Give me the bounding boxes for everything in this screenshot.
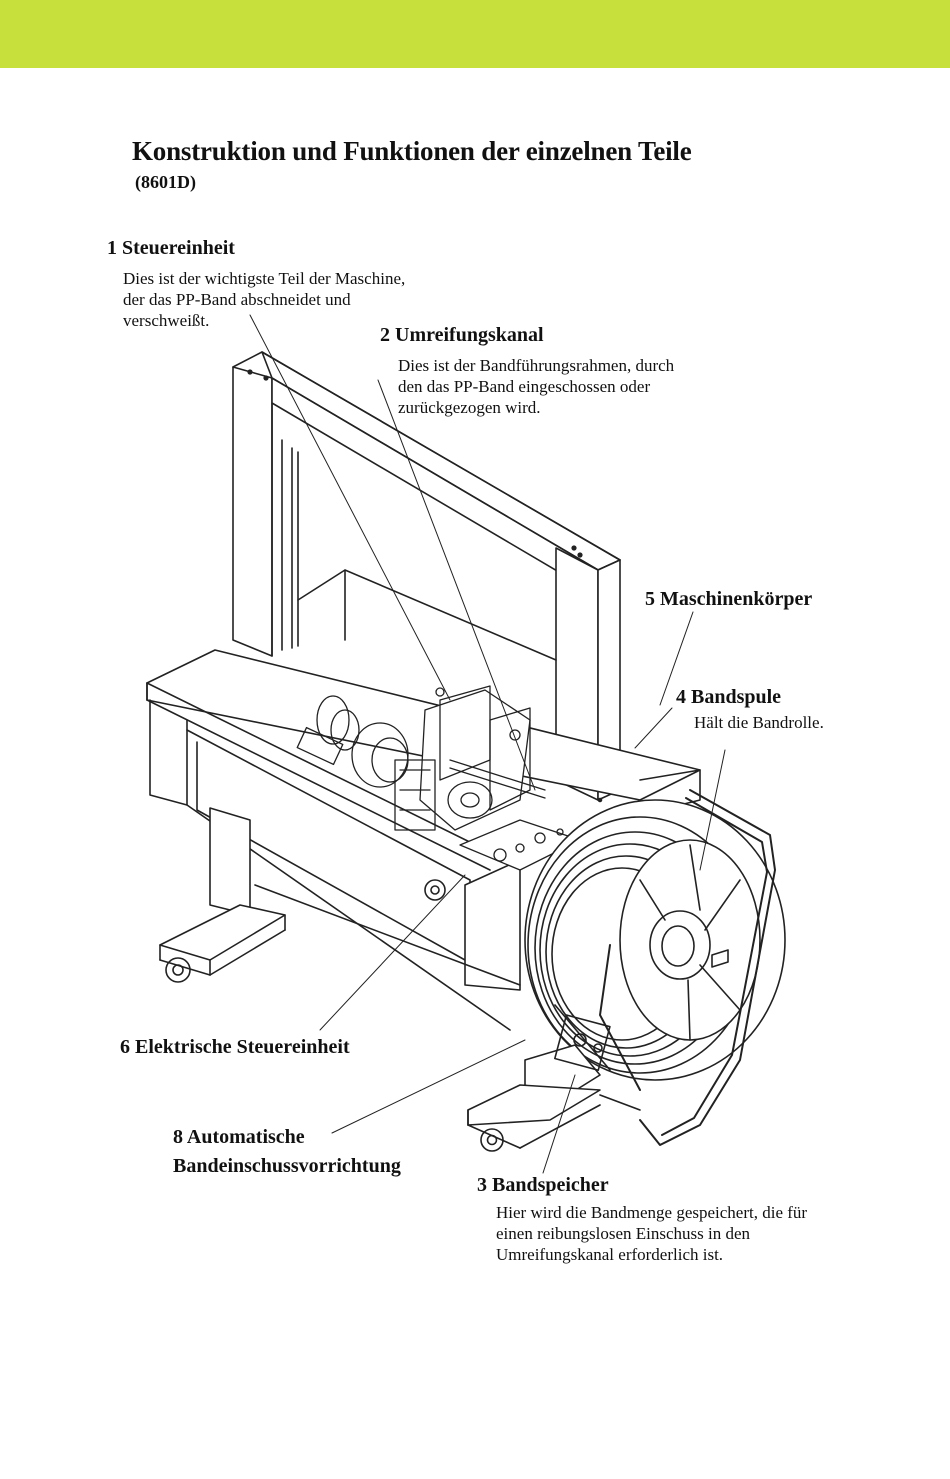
header-bar	[0, 0, 950, 68]
page-title: Konstruktion und Funktionen der einzelne…	[132, 136, 692, 166]
part-1-label: 1 Steuereinheit	[107, 237, 235, 259]
part-2-label: 2 Umreifungskanal	[380, 324, 544, 346]
part-3-description: Hier wird die Bandmenge gespeichert, die…	[496, 1203, 808, 1264]
accumulator-base	[467, 1004, 641, 1152]
part-5-label: 5 Maschinenkörper	[645, 588, 813, 610]
strap-reel	[524, 799, 786, 1081]
table-top	[146, 649, 701, 871]
left-legs	[159, 807, 521, 986]
page-subtitle: (8601D)	[135, 172, 196, 192]
leader-lines	[249, 314, 726, 1174]
machine-body	[149, 699, 521, 1031]
part-8-label: 8 Automatische Bandeinschussvorrichtung	[173, 1126, 401, 1177]
part-3-label: 3 Bandspeicher	[477, 1174, 609, 1196]
part-4-label: 4 Bandspule	[676, 686, 782, 708]
reel-carrier-frame	[599, 789, 776, 1146]
part-2-description: Dies ist der Bandführungsrahmen, durch d…	[398, 356, 675, 417]
control-unit-mechanism	[296, 685, 581, 871]
part-1-description: Dies ist der wichtigste Teil der Maschin…	[123, 269, 406, 330]
part-6-label: 6 Elektrische Steuereinheit	[120, 1036, 350, 1058]
part-4-description: Hält die Bandrolle.	[694, 713, 824, 732]
back-panel	[297, 569, 557, 661]
